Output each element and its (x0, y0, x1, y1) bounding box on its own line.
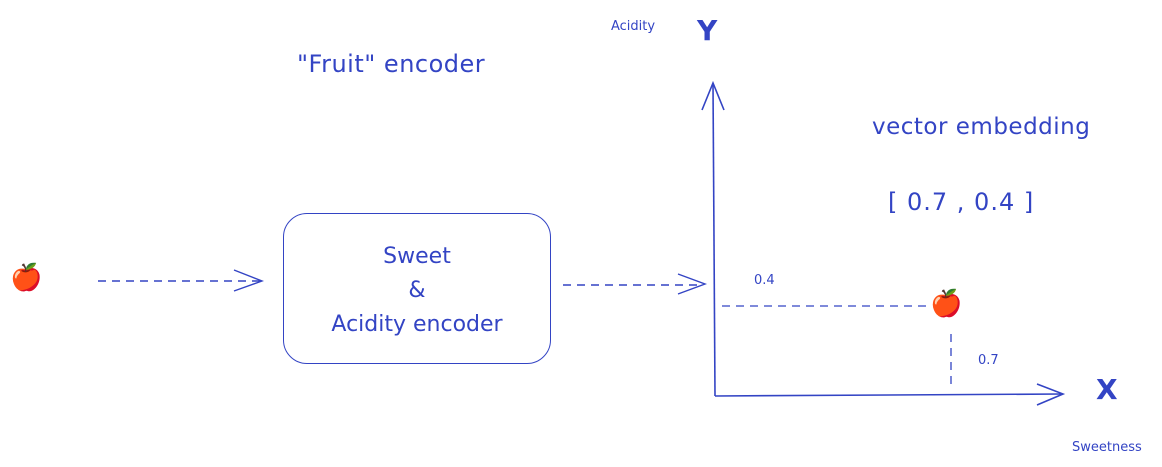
output-arrow-head (677, 273, 708, 295)
embedding-vector: [ 0.7 , 0.4 ] (888, 188, 1035, 216)
x-value-label: 0.7 (978, 353, 999, 368)
x-axis-name: Sweetness (1072, 440, 1142, 455)
encoder-label-line1: Sweet (383, 244, 451, 269)
encoder-box (283, 213, 551, 364)
encoder-label-line2: & (408, 278, 426, 303)
y-axis-letter: Y (697, 14, 718, 47)
encoder-box-label: Sweet & Acidity encoder (283, 240, 551, 342)
x-axis-letter: X (1096, 373, 1118, 406)
apple-icon: 🍎 (10, 263, 43, 293)
apple-point-icon: 🍎 (930, 289, 963, 319)
y-value-label: 0.4 (754, 273, 775, 288)
embedding-title: vector embedding (872, 114, 1091, 140)
y-axis-line (712, 83, 716, 397)
y-axis-name: Acidity (611, 19, 656, 34)
x-axis-line (714, 393, 1063, 397)
input-arrow-head (233, 269, 264, 292)
diagram-title: "Fruit" encoder (297, 50, 486, 78)
y-axis-arrowhead (701, 80, 725, 111)
encoder-label-line3: Acidity encoder (331, 312, 503, 337)
x-axis-arrowhead (1036, 383, 1066, 406)
